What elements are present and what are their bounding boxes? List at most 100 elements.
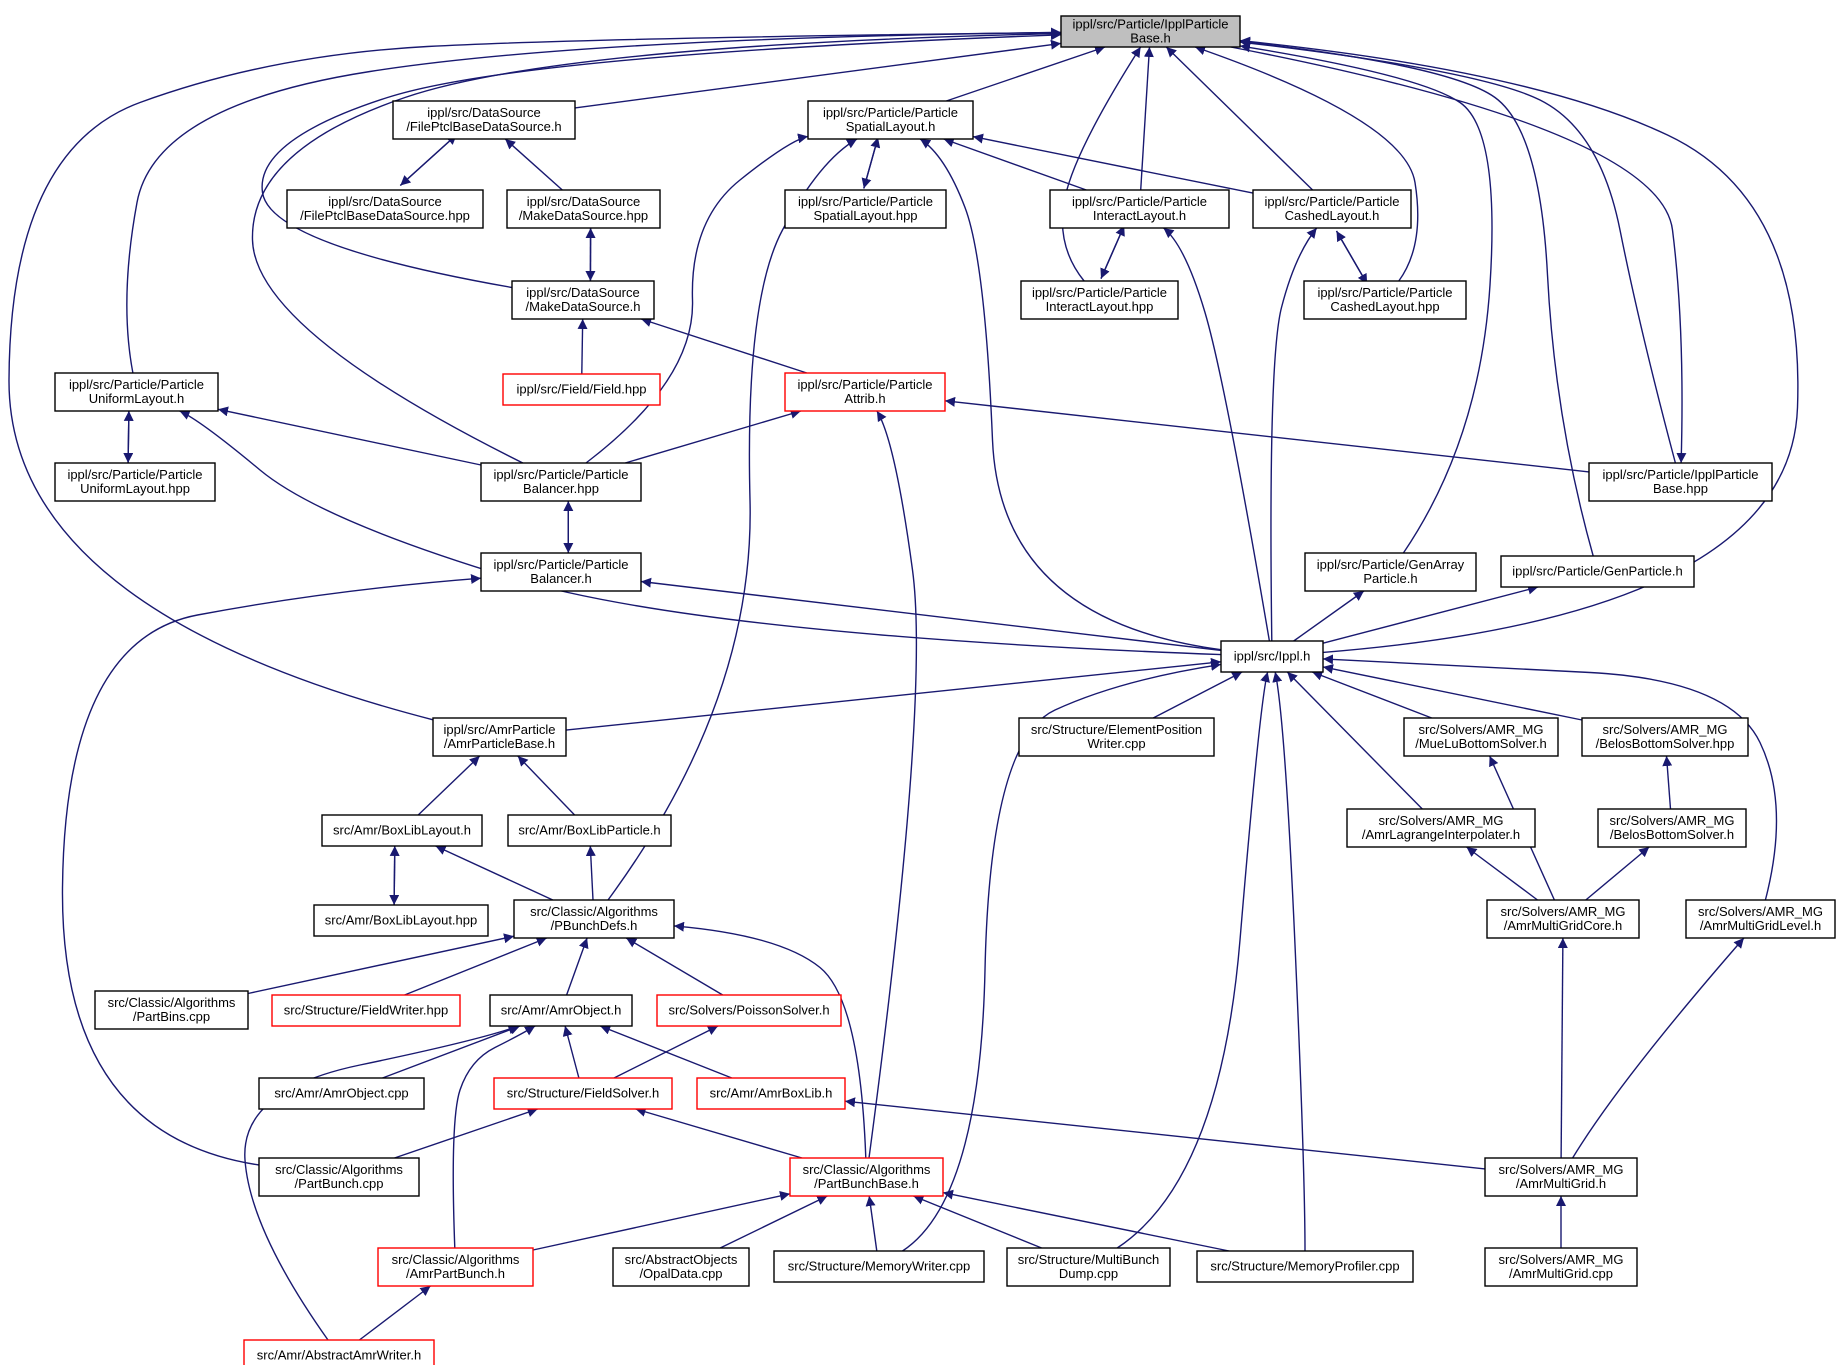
node-box [1500,555,1695,588]
node-spatial_h[interactable]: ippl/src/Particle/ParticleSpatialLayout.… [807,100,974,140]
node-box [612,1247,750,1287]
node-box [502,373,661,406]
node-label-line: Attrib.h [844,391,885,406]
node-amrmgcore_h[interactable]: src/Solvers/AMR_MG/AmrMultiGridCore.h [1486,899,1640,939]
node-box [696,1077,846,1110]
node-label-line: src/Structure/ElementPosition [1031,722,1202,737]
node-boxlibparticle_h[interactable]: src/Amr/BoxLibParticle.h [507,814,672,847]
edge-abstractamrwriter_h-to-amrpartbunch_h [358,1285,431,1341]
node-label-line: /AmrMultiGridCore.h [1504,918,1622,933]
edge-pbunchdefs_h-to-boxlibparticle_h [585,845,596,901]
node-boxliblayout_hpp[interactable]: src/Amr/BoxLibLayout.hpp [313,904,489,937]
node-memprofiler_cpp[interactable]: src/Structure/MemoryProfiler.cpp [1196,1250,1414,1283]
edge-balancer_hpp-to-uniform_h [217,406,482,466]
node-fieldsolver_h[interactable]: src/Structure/FieldSolver.h [493,1077,673,1110]
node-fieldwriter_hpp[interactable]: src/Structure/FieldWriter.hpp [271,994,461,1027]
edge-attrib_h-to-makeds_h [640,317,808,374]
node-label-line: /AmrMultiGridLevel.h [1700,918,1821,933]
node-ippl_h[interactable]: ippl/src/Ippl.h [1220,640,1324,673]
node-amrmglevel_h[interactable]: src/Solvers/AMR_MG/AmrMultiGridLevel.h [1685,899,1836,939]
edge-makeds_h-to-root [261,30,1062,289]
node-partbunch_cpp[interactable]: src/Classic/Algorithms/PartBunch.cpp [258,1157,420,1197]
edge-balancer_hpp-to-attrib_h [625,409,801,464]
node-label-line: ippl/src/Particle/Particle [1264,194,1399,209]
node-partbunchbase_h[interactable]: src/Classic/Algorithms/PartBunchBase.h [789,1157,944,1197]
node-label-line: src/Amr/AmrBoxLib.h [710,1086,833,1101]
node-label-line: SpatialLayout.hpp [813,208,917,223]
edge-ippl_h-to-genarray_h [1293,590,1365,642]
edge-amrmg_h-to-amrmgcore_h [1557,937,1568,1159]
node-makeds_hpp[interactable]: ippl/src/DataSource/MakeDataSource.hpp [506,189,661,229]
node-label-line: ippl/src/Particle/Particle [493,467,628,482]
edge-muelu_h-to-ippl_h [1311,670,1432,719]
node-amrobject_h[interactable]: src/Amr/AmrObject.h [489,994,633,1027]
node-label-line: src/Amr/BoxLibParticle.h [518,823,660,838]
node-box [1049,189,1230,229]
edge-interact_h-to-spatial_h [943,137,1087,191]
node-label-line: CashedLayout.h [1285,208,1380,223]
node-label-line: src/Amr/AmrObject.h [501,1003,622,1018]
edge-memwriter_cpp-to-partbunchbase_h [865,1195,878,1252]
node-amrpartbunch_h[interactable]: src/Classic/Algorithms/AmrPartBunch.h [377,1247,534,1287]
node-fptcl_h[interactable]: ippl/src/DataSource/FilePtclBaseDataSour… [392,100,576,140]
node-label-line: ippl/src/Particle/Particle [493,557,628,572]
node-label-line: src/Solvers/AMR_MG [1610,813,1735,828]
node-label-line: /MueLuBottomSolver.h [1415,736,1547,751]
edge-ippl_h-to-genparticle_h [1322,584,1539,644]
edge-interact_h-to-root [1140,46,1154,191]
node-amrmg_h[interactable]: src/Solvers/AMR_MG/AmrMultiGrid.h [1484,1157,1638,1197]
node-belos_h[interactable]: src/Solvers/AMR_MG/BelosBottomSolver.h [1597,808,1747,848]
node-boxliblayout_h[interactable]: src/Amr/BoxLibLayout.h [321,814,483,847]
edge-boxliblayout_h-to-amrpbase_h [417,755,481,816]
node-genparticle_h[interactable]: ippl/src/Particle/GenParticle.h [1500,555,1695,588]
node-partbins_cpp[interactable]: src/Classic/Algorithms/PartBins.cpp [94,990,249,1030]
node-label-line: src/Solvers/AMR_MG [1501,904,1626,919]
node-label-line: ippl/src/Field/Field.hpp [516,382,646,397]
node-label-line: ippl/src/Particle/Particle [1317,285,1452,300]
node-muelu_h[interactable]: src/Solvers/AMR_MG/MueLuBottomSolver.h [1403,717,1559,757]
node-makeds_h[interactable]: ippl/src/DataSource/MakeDataSource.h [511,280,655,320]
node-fptcl_hpp[interactable]: ippl/src/DataSource/FilePtclBaseDataSour… [286,189,484,229]
node-poisson_h[interactable]: src/Solvers/PoissonSolver.h [656,994,842,1027]
node-label-line: ippl/src/Particle/Particle [1072,194,1207,209]
node-box [784,189,947,229]
node-label-line: Balancer.hpp [523,481,599,496]
node-box [507,814,672,847]
node-label-line: src/Solvers/AMR_MG [1698,904,1823,919]
node-label-line: src/Structure/FieldSolver.h [507,1086,659,1101]
edge-memprofiler_cpp-to-partbunchbase_h [942,1189,1230,1252]
edge-fptcl_h-to-fptcl_hpp [399,133,458,187]
node-field_hpp[interactable]: ippl/src/Field/Field.hpp [502,373,661,406]
node-uniform_h[interactable]: ippl/src/Particle/ParticleUniformLayout.… [54,372,219,412]
edge-amrpbase_h-to-ippl_h [565,657,1222,731]
edge-cashed_hpp-to-root [1194,45,1419,282]
node-amrobject_cpp[interactable]: src/Amr/AmrObject.cpp [258,1077,425,1110]
node-opaldata_cpp[interactable]: src/AbstractObjects/OpalData.cpp [612,1247,750,1287]
node-interact_h[interactable]: ippl/src/Particle/ParticleInteractLayout… [1049,189,1230,229]
node-abstractamrwriter_h[interactable]: src/Amr/AbstractAmrWriter.h [243,1339,435,1365]
edge-amrmg_h-to-amrboxlib_h [844,1097,1486,1170]
node-box [321,814,483,847]
node-spatial_hpp[interactable]: ippl/src/Particle/ParticleSpatialLayout.… [784,189,947,229]
node-amrlagrange_h[interactable]: src/Solvers/AMR_MG/AmrLagrangeInterpolat… [1346,808,1536,848]
node-pbunchdefs_h[interactable]: src/Classic/Algorithms/PBunchDefs.h [513,899,675,939]
node-amrpbase_h[interactable]: ippl/src/AmrParticle/AmrParticleBase.h [432,717,567,757]
node-memwriter_cpp[interactable]: src/Structure/MemoryWriter.cpp [773,1250,985,1283]
node-amrmg_cpp[interactable]: src/Solvers/AMR_MG/AmrMultiGrid.cpp [1484,1247,1638,1287]
node-uniform_hpp[interactable]: ippl/src/Particle/ParticleUniformLayout.… [54,462,216,502]
node-belos_hpp[interactable]: src/Solvers/AMR_MG/BelosBottomSolver.hpp [1581,717,1749,757]
node-interact_hpp[interactable]: ippl/src/Particle/ParticleInteractLayout… [1020,280,1179,320]
node-cashed_hpp[interactable]: ippl/src/Particle/ParticleCashedLayout.h… [1303,280,1467,320]
node-amrboxlib_h[interactable]: src/Amr/AmrBoxLib.h [696,1077,846,1110]
node-box [1486,899,1640,939]
